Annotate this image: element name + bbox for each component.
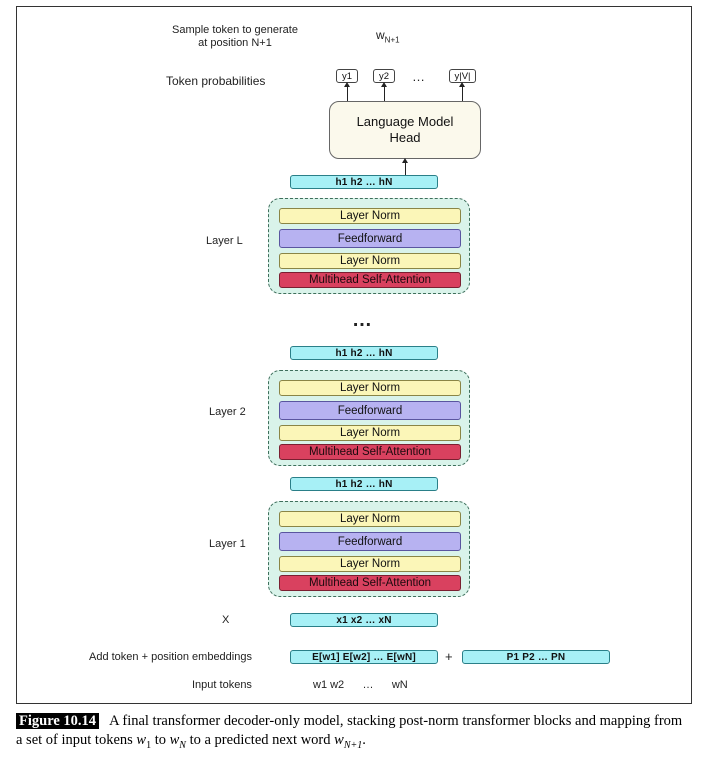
add-embeddings-label: Add token + position embeddings [89,651,252,663]
x-embeddings-bar: x1 x2 … xN [290,613,438,627]
layer-norm: Layer Norm [279,208,461,224]
language-model-head: Language Model Head [329,101,481,159]
token-probabilities-label: Token probabilities [166,74,266,88]
position-embeddings-bar: P1 P2 … PN [462,650,610,664]
sample-token-label: Sample token to generate at position N+1 [160,24,310,50]
arrow-y1 [344,82,350,101]
caption-wN1-base: w [334,732,344,748]
caption-to: to [151,732,170,748]
next-word-label: wN+1 [376,28,400,44]
plus-sign: + [445,649,453,664]
hidden-states-top: h1 h2 … hN [290,175,438,189]
transformer-block-1: Layer Norm Feedforward Layer Norm Multih… [268,501,470,597]
feedforward: Feedforward [279,532,461,551]
caption-wN-base: w [169,732,180,748]
layer-1-label: Layer 1 [209,538,246,550]
caption-w1-base: w [136,732,147,748]
hidden-states-layer1-out: h1 h2 … hN [290,477,438,491]
next-word-subscript: N+1 [384,35,400,45]
arrow-y2 [381,82,387,101]
sample-token-label-line2: at position N+1 [198,37,272,49]
figure-number-badge: Figure 10.14 [16,713,100,729]
caption-end: . [362,732,366,748]
hidden-states-layer2-out: h1 h2 … hN [290,346,438,360]
layer-norm: Layer Norm [279,380,461,396]
layer-norm: Layer Norm [279,253,461,269]
arrow-y-vocab [459,82,465,101]
multihead-self-attention: Multihead Self-Attention [279,272,461,288]
layer-L-label: Layer L [206,235,243,247]
feedforward: Feedforward [279,229,461,248]
caption-wN1: wN+1 [334,732,363,751]
token-y-vocab: y|V| [449,69,476,83]
caption-wN1-subscript: N+1 [343,739,363,751]
input-tokens: w1 w2 … wN [313,679,408,691]
input-tokens-label: Input tokens [192,679,252,691]
sample-token-label-line1: Sample token to generate [172,24,298,36]
multihead-self-attention: Multihead Self-Attention [279,575,461,591]
caption-w1: w1 [136,732,152,751]
feedforward: Feedforward [279,401,461,420]
lm-head-line1: Language Model [356,114,454,129]
layer-norm: Layer Norm [279,511,461,527]
layer-norm: Layer Norm [279,556,461,572]
transformer-block-L: Layer Norm Feedforward Layer Norm Multih… [268,198,470,294]
multihead-self-attention: Multihead Self-Attention [279,444,461,460]
token-y2: y2 [373,69,395,83]
layer-2-label: Layer 2 [209,406,246,418]
caption-text-a: A final transformer decoder-only model, … [16,713,683,748]
caption-w1-subscript: 1 [146,739,152,751]
caption-text-b: to a predicted next word [185,732,335,748]
caption-wN: wN [169,732,186,751]
lm-head-line2: Head [389,130,421,145]
arrow-to-lm-head [402,158,408,175]
transformer-block-2: Layer Norm Feedforward Layer Norm Multih… [268,370,470,466]
token-embeddings-bar: E[w1] E[w2] … E[wN] [290,650,438,664]
next-word-w: w [376,28,385,42]
caption-wN-subscript: N [179,739,186,751]
stack-ellipsis: … [352,309,373,331]
token-ellipsis: … [412,69,425,84]
token-y1: y1 [336,69,358,83]
x-label: X [222,614,230,626]
layer-norm: Layer Norm [279,425,461,441]
